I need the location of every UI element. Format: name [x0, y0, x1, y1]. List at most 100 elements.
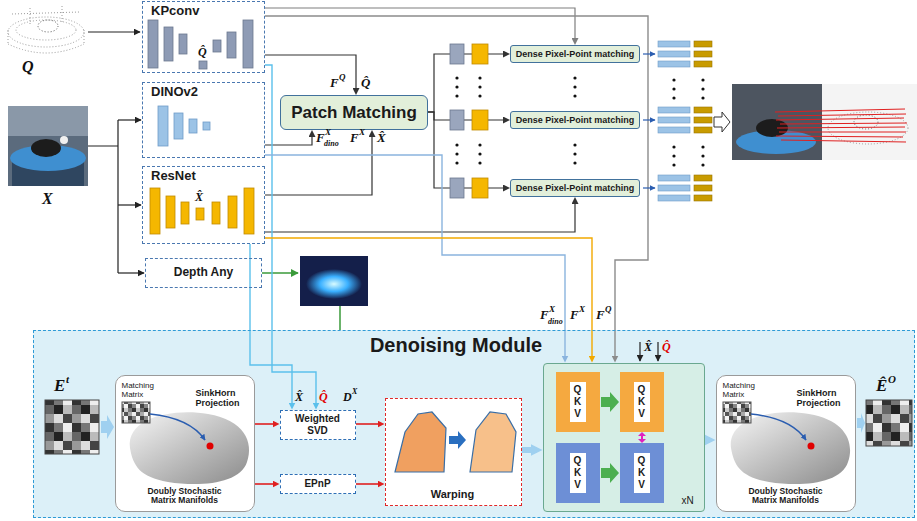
- math-symbol: F: [330, 76, 339, 90]
- node-text: Q K V: [570, 453, 586, 493]
- node-text: Dense Pixel-Point matching: [516, 183, 635, 193]
- math-symbol: F: [570, 308, 579, 322]
- module-region: Denoising ModuleMatching Matrix SinkHorn …: [33, 330, 915, 518]
- connector: [428, 112, 507, 188]
- node-text: Dense Pixel-Point matching: [516, 49, 635, 59]
- node-text: Doubly Stochastic Matrix Manifolds: [140, 487, 230, 507]
- math-symbol: X̂: [377, 131, 386, 145]
- connector: [255, 423, 277, 425]
- math-symbol: Q: [605, 305, 612, 315]
- node-text: KPconv: [151, 4, 199, 19]
- node-text: xN: [682, 495, 694, 507]
- math-symbol: F: [596, 308, 605, 322]
- qkv-box: Q K V: [620, 443, 664, 503]
- node-text: Q K V: [634, 382, 650, 422]
- connector: [356, 483, 382, 485]
- math-symbol: E: [54, 377, 65, 396]
- node-text: Dense Pixel-Point matching: [516, 115, 635, 125]
- network-box: DINOv2: [142, 82, 265, 158]
- ellipsis-dots: [455, 76, 704, 166]
- connector: [255, 483, 277, 485]
- solver-box: EPnP: [280, 474, 356, 494]
- math-symbol: F: [540, 308, 549, 322]
- math-symbol: F: [350, 131, 359, 145]
- process-box: Depth Any: [145, 258, 262, 288]
- connector: [265, 8, 575, 42]
- math-symbol: Q: [22, 58, 34, 76]
- warping-figure: [385, 398, 522, 506]
- qkv-box: Q K V: [556, 372, 600, 432]
- connector: [265, 55, 356, 92]
- point-cloud-q: [8, 6, 84, 53]
- network-blocks: [148, 20, 254, 234]
- region-fill: [33, 330, 915, 518]
- math-symbol: X: [579, 305, 585, 315]
- math-symbol: X̂: [195, 191, 203, 204]
- math-symbol: F: [316, 131, 325, 145]
- node-text: Matching Matrix: [122, 381, 162, 399]
- math-symbol: X: [359, 128, 365, 138]
- panel-fill: [716, 375, 856, 512]
- connector: [522, 447, 537, 453]
- node-text: Weighted SVD: [292, 413, 344, 436]
- connector: [265, 201, 575, 233]
- connector: [356, 423, 382, 425]
- process-box: Patch Matching: [280, 95, 428, 130]
- connector: [265, 16, 648, 359]
- node-text: DINOv2: [151, 85, 198, 100]
- qkv-box: Q K V: [620, 372, 664, 432]
- node-text: Doubly Stochastic Matrix Manifolds: [741, 487, 831, 507]
- math-symbol: X: [42, 190, 53, 208]
- node-text: Warping: [386, 488, 520, 501]
- node-text: SinkHorn Projection: [196, 388, 254, 409]
- math-symbol: dino: [324, 140, 339, 149]
- process-box: Dense Pixel-Point matching: [510, 45, 640, 63]
- output-image: [732, 84, 917, 160]
- feature-blocks: [450, 44, 488, 198]
- node-text: Q K V: [570, 382, 586, 422]
- solver-box: Weighted SVD: [280, 410, 356, 440]
- math-symbol: Q̂: [198, 46, 207, 59]
- network-box: KPconv: [142, 1, 265, 73]
- manifold-figure: [122, 402, 249, 484]
- math-symbol: dino: [548, 318, 563, 327]
- input-arrows: [88, 32, 144, 273]
- math-symbol: Ê: [876, 377, 887, 396]
- math-symbol: O: [888, 373, 896, 385]
- projection-panel: Matching Matrix SinkHorn ProjectionDoubly…: [716, 375, 856, 512]
- manifold-figure: [723, 402, 850, 484]
- node-text: EPnP: [304, 478, 330, 490]
- hollow-arrow: [714, 112, 730, 132]
- math-symbol: X: [325, 128, 331, 138]
- warping-box: Warping: [385, 398, 522, 506]
- math-symbol: Q̂: [662, 341, 671, 354]
- panel-fill: [115, 375, 255, 512]
- node-text: Matching Matrix: [723, 381, 763, 399]
- math-symbol: Q: [339, 73, 346, 83]
- network-box: ResNet: [142, 166, 265, 244]
- matrix-figure: [45, 400, 912, 454]
- node-text: Patch Matching: [291, 103, 417, 123]
- math-symbol: Q̂: [361, 76, 370, 90]
- connector: [428, 54, 507, 112]
- math-symbol: Q̂: [319, 391, 328, 404]
- node-text: Q K V: [634, 453, 650, 493]
- attention-figure: [543, 342, 705, 512]
- connector: [428, 112, 507, 120]
- image-x: [8, 106, 88, 186]
- attention-block: xN Q K V Q K V Q K V Q K V: [543, 363, 705, 512]
- connector: [250, 244, 292, 406]
- node-text: SinkHorn Projection: [797, 388, 855, 409]
- process-box: Dense Pixel-Point matching: [510, 179, 640, 197]
- math-symbol: D: [343, 391, 352, 404]
- math-symbol: X̂: [295, 391, 303, 404]
- math-symbol: X: [352, 388, 357, 397]
- math-symbol: X: [549, 305, 555, 315]
- node-text: ResNet: [151, 169, 196, 184]
- math-symbol: X̂: [644, 341, 652, 354]
- math-symbol: t: [66, 373, 69, 385]
- qkv-box: Q K V: [556, 443, 600, 503]
- node-text: Denoising Module: [34, 334, 878, 357]
